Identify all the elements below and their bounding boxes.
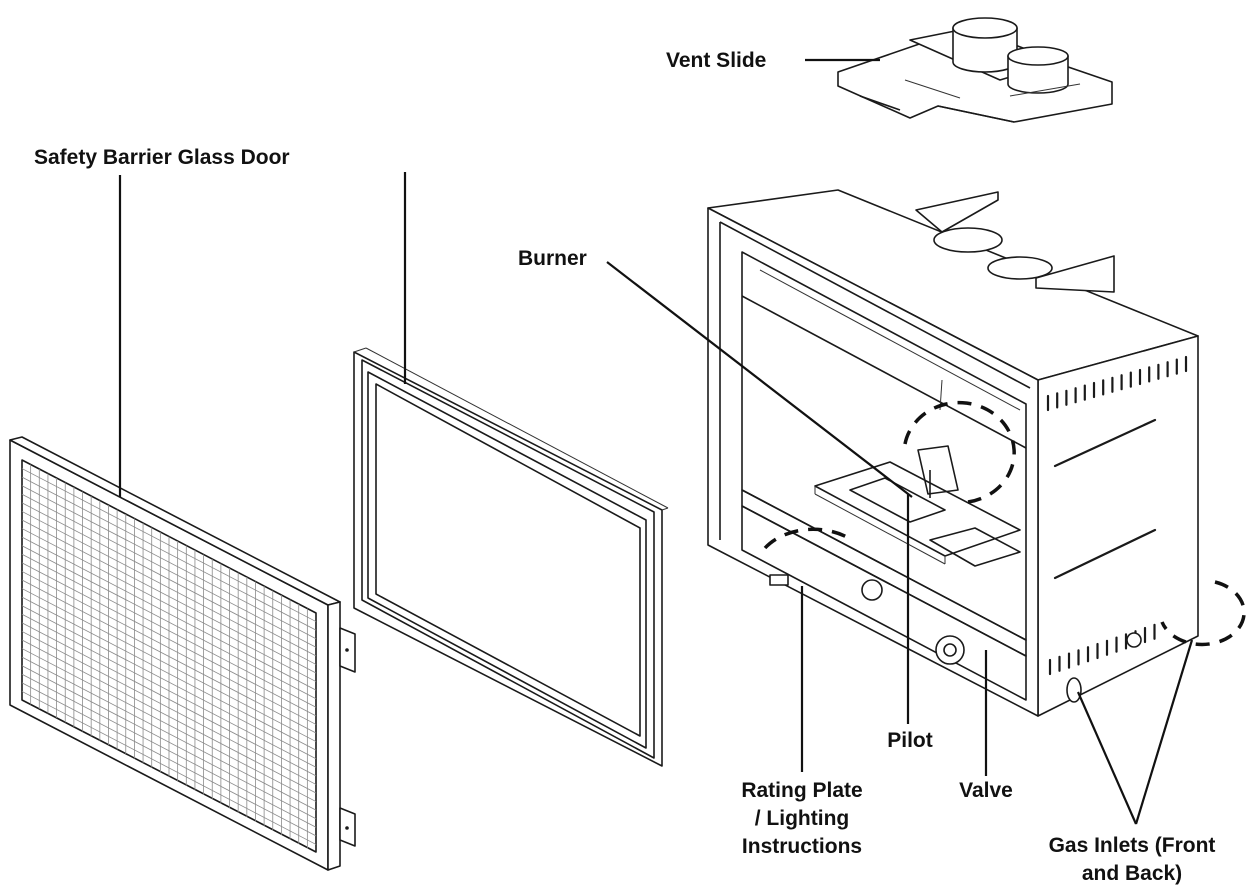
safety-barrier-screen (9, 436, 356, 871)
valve-label: Valve (959, 779, 1013, 802)
pilot-dashed-callout (903, 400, 1016, 504)
gas-inlets-label-line1: Gas Inlets (Front (1049, 834, 1216, 857)
gas-inlet-front-leader (1076, 691, 1138, 825)
vent-slide-label: Vent Slide (666, 49, 766, 72)
pilot-label: Pilot (887, 729, 933, 752)
gas-inlet-dashed-callout (1160, 580, 1246, 647)
glass-door-frame (353, 347, 669, 767)
barrier-mesh-grid (21, 464, 317, 849)
fireplace-firebox (707, 189, 1199, 717)
side-louvers (1046, 355, 1188, 676)
safety-barrier-label: Safety Barrier Glass Door (34, 146, 290, 169)
burner-leader (606, 261, 913, 498)
gas-inlets-label-line2: and Back) (1082, 862, 1182, 885)
rating-plate-label-line3: Instructions (742, 835, 862, 858)
vent-slide-part (837, 17, 1113, 123)
burner-label: Burner (518, 247, 587, 270)
rating-plate-dashed-callout (763, 527, 853, 550)
rating-plate-label-line2: / Lighting (755, 807, 849, 830)
rating-plate-label-line1: Rating Plate (741, 779, 862, 802)
gas-inlet-back-leader (1134, 639, 1194, 825)
